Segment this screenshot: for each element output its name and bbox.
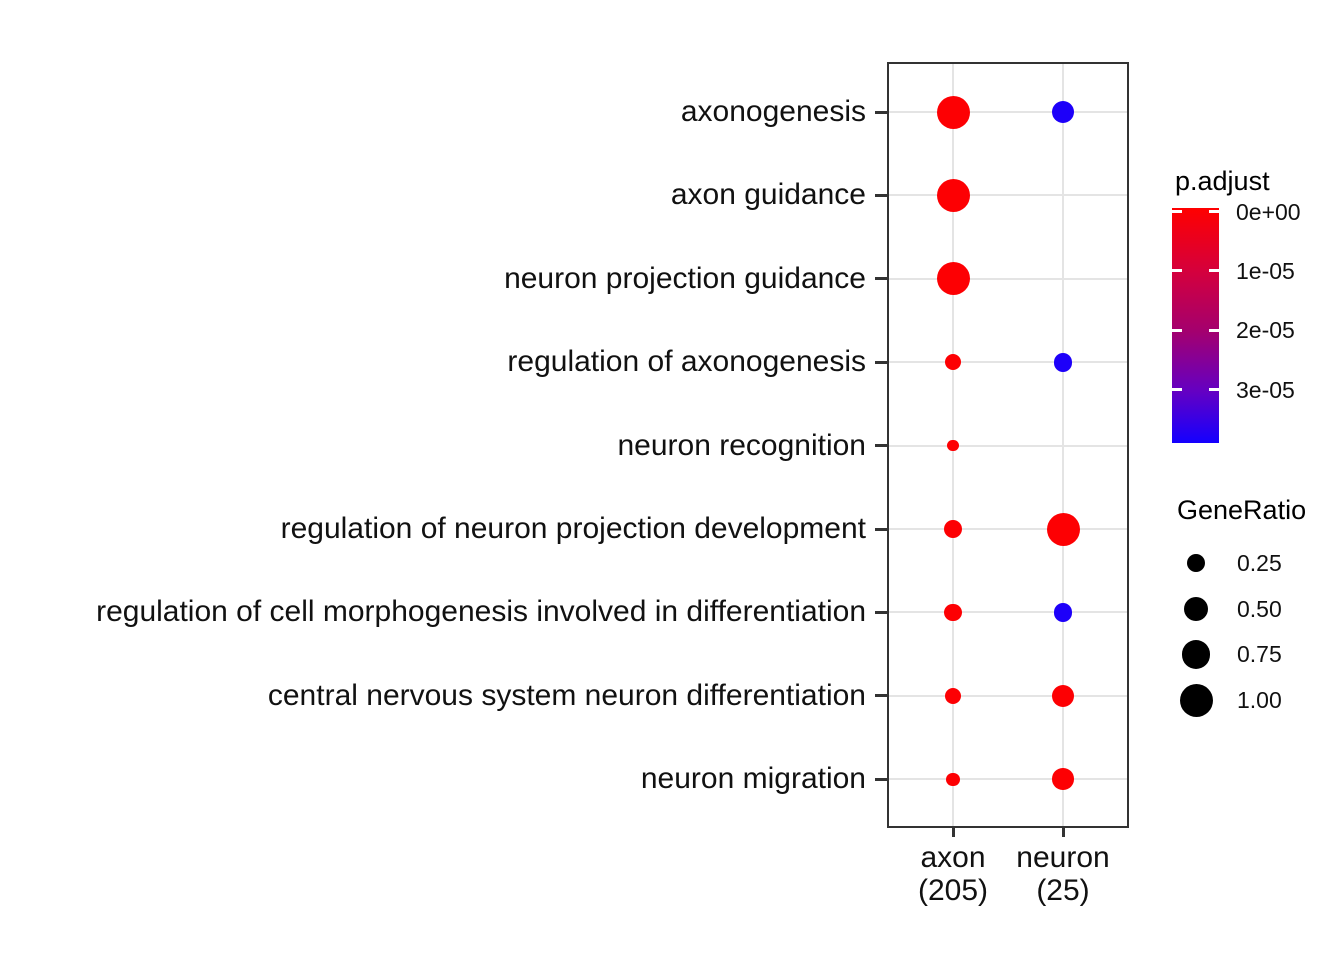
data-point: [1053, 602, 1073, 622]
x-axis-tick: [951, 828, 955, 837]
colorbar-tick: [1172, 210, 1182, 214]
y-axis-label: neuron migration: [640, 762, 866, 796]
gridline-horizontal: [889, 528, 1127, 530]
data-point: [947, 439, 959, 452]
y-axis-label: central nervous system neuron differenti…: [267, 678, 866, 712]
gridline-horizontal: [889, 194, 1127, 197]
colorbar-tick: [1209, 388, 1219, 392]
data-point: [946, 772, 960, 786]
size-legend-dot: [1187, 554, 1205, 572]
y-axis-label: axon guidance: [670, 178, 866, 212]
gridline-horizontal: [889, 444, 1127, 447]
data-point: [1051, 684, 1075, 708]
data-point: [936, 95, 970, 129]
size-legend-label: 1.00: [1237, 687, 1282, 714]
y-axis-label: regulation of neuron projection developm…: [280, 512, 866, 545]
x-axis-tick: [1061, 828, 1065, 837]
x-axis-label-cluster: neuron: [1016, 841, 1110, 874]
data-point: [1053, 352, 1073, 372]
color-legend-title: p.adjust: [1175, 166, 1270, 196]
y-axis-label: neuron recognition: [617, 428, 866, 462]
y-axis-label: axonogenesis: [680, 95, 866, 128]
gridline-horizontal: [889, 778, 1127, 781]
data-point: [1052, 101, 1074, 123]
data-point: [1046, 512, 1080, 546]
data-point: [1052, 768, 1074, 790]
y-axis-tick: [875, 360, 887, 364]
colorbar-tick-label: 1e-05: [1236, 257, 1295, 284]
colorbar-tick-label: 0e+00: [1236, 198, 1301, 225]
size-legend-label: 0.25: [1237, 550, 1282, 576]
colorbar-tick: [1172, 269, 1182, 273]
x-axis-label-cluster: axon: [920, 841, 986, 874]
size-legend-dot: [1181, 639, 1211, 669]
y-axis-label: regulation of cell morphogenesis involve…: [96, 595, 866, 629]
size-legend-title: GeneRatio: [1177, 495, 1307, 525]
data-point: [944, 687, 962, 704]
x-axis-label-count: (25): [1036, 874, 1090, 907]
size-legend-label: 0.50: [1237, 595, 1282, 622]
y-axis-label: neuron projection guidance: [504, 261, 866, 295]
y-axis-tick: [875, 694, 887, 698]
data-point: [943, 519, 963, 539]
data-point: [936, 178, 970, 212]
y-axis-tick: [875, 444, 887, 448]
colorbar-tick: [1209, 210, 1219, 214]
colorbar: [1172, 208, 1219, 443]
data-point: [936, 262, 970, 296]
x-axis-label: neuron(25): [953, 841, 1173, 907]
size-legend-label: 0.75: [1237, 641, 1282, 668]
colorbar-tick: [1172, 388, 1182, 392]
plot-panel: [887, 62, 1129, 828]
y-axis-tick: [875, 527, 887, 531]
data-point: [944, 353, 962, 371]
y-axis-tick: [875, 277, 887, 281]
gridline-horizontal: [889, 611, 1127, 614]
y-axis-tick: [875, 110, 887, 114]
colorbar-tick-label: 3e-05: [1236, 376, 1295, 403]
gridline-horizontal: [889, 277, 1127, 280]
gridline-horizontal: [889, 361, 1127, 364]
y-axis-tick: [875, 193, 887, 197]
colorbar-tick: [1209, 269, 1219, 273]
y-axis-tick: [875, 777, 887, 781]
size-legend-dot: [1179, 683, 1213, 717]
size-legend-dot: [1183, 596, 1209, 621]
data-point: [944, 603, 962, 621]
y-axis-label: regulation of axonogenesis: [507, 345, 866, 379]
y-axis-tick: [875, 610, 887, 614]
colorbar-tick: [1172, 328, 1182, 332]
x-axis-label: axon(205): [843, 841, 1063, 907]
gridline-horizontal: [889, 111, 1127, 113]
colorbar-tick: [1209, 328, 1219, 332]
x-axis-label-count: (205): [917, 874, 989, 907]
gridline-horizontal: [889, 694, 1127, 697]
colorbar-tick-label: 2e-05: [1236, 317, 1295, 344]
